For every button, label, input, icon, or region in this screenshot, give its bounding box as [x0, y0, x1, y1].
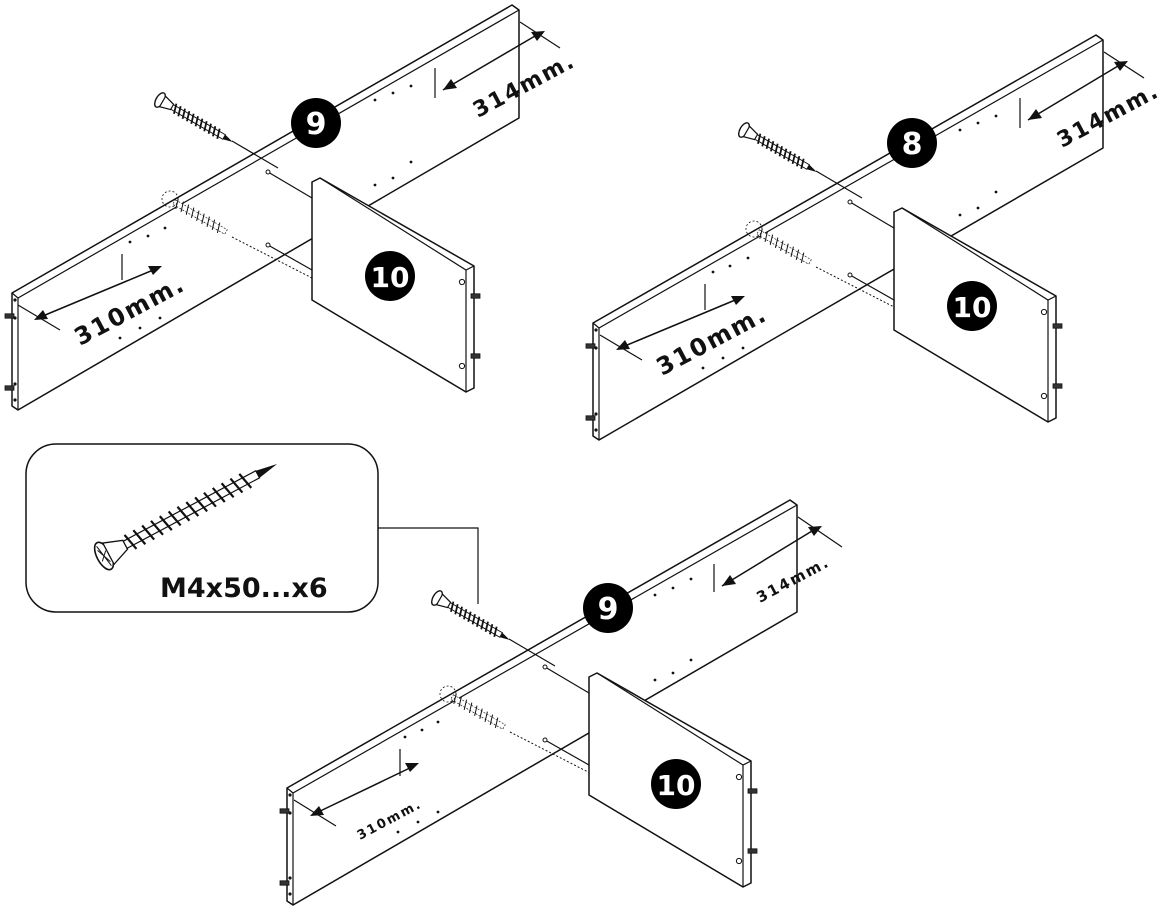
panel-badge-8 — [887, 118, 937, 168]
shelf-number-label: 10 — [953, 291, 992, 324]
screw-icon — [93, 463, 278, 571]
shelf-number-label: 10 — [657, 769, 696, 802]
panel-badge-9 — [583, 583, 633, 633]
shelf-badge-10 — [365, 251, 415, 301]
screw-spec-label: M4x50...x6 — [160, 573, 328, 604]
panel-number-label: 8 — [902, 127, 923, 162]
panel-number-label: 9 — [598, 592, 619, 627]
hardware-callout: M4x50...x6 — [25, 443, 479, 613]
shelf-badge-10 — [947, 281, 997, 331]
assembly-2: 8 10 314mm. 310mm. — [585, 34, 1164, 441]
shelf-number-label: 10 — [371, 261, 410, 294]
assembly-1: 9 10 314mm. 310mm. — [4, 4, 580, 411]
panel-number-label: 9 — [306, 107, 327, 142]
panel-badge-9 — [291, 98, 341, 148]
callout-leader-line — [378, 527, 479, 604]
shelf-badge-10 — [651, 759, 701, 809]
